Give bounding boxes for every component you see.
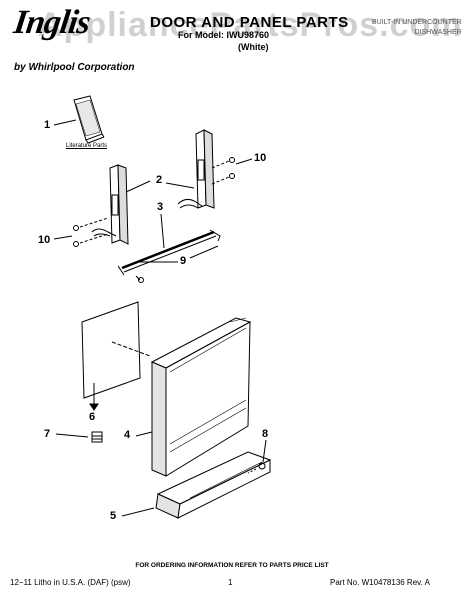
door-panel-insert-part (81, 301, 151, 399)
ordering-note: FOR ORDERING INFORMATION REFER TO PARTS … (135, 562, 329, 569)
callout-3: 3 (157, 201, 164, 213)
leader-line-10-left (53, 235, 73, 240)
literature-booklet-part (73, 95, 105, 144)
appliance-line-2: DISHWASHER (414, 29, 462, 36)
litho-info: 12−11 Litho in U.S.A. (DAF) (psw) (10, 578, 131, 587)
outer-door-panel-part (150, 317, 252, 477)
leader-line-10-right (235, 158, 253, 165)
page-number: 1 (228, 578, 233, 587)
brand-byline: by Whirlpool Corporation (14, 62, 135, 73)
callout-9: 9 (180, 255, 187, 267)
leader-line-7 (55, 433, 89, 438)
leader-line-1 (53, 119, 77, 126)
appliance-line-1: BUILT-IN UNDERCOUNTER (372, 19, 462, 26)
callout-10-right: 10 (254, 152, 267, 164)
appliance-type: BUILT-IN UNDERCOUNTER DISHWASHER (372, 18, 462, 38)
kick-plate-part (155, 451, 272, 519)
right-screws-part (211, 157, 235, 185)
leader-line-4 (135, 431, 153, 437)
left-screws-part (73, 217, 109, 247)
callout-10-left: 10 (38, 234, 51, 246)
leader-line-8 (262, 439, 267, 463)
callout-5: 5 (110, 510, 117, 522)
part-number: Part No. W10478136 Rev. A (330, 578, 430, 587)
page-title: DOOR AND PANEL PARTS (150, 14, 349, 31)
callout-8: 8 (262, 428, 269, 440)
leader-line-3 (160, 213, 165, 249)
callout-2: 2 (156, 174, 163, 186)
literature-parts-label: Literature Parts (66, 143, 108, 149)
clip-part (91, 431, 103, 443)
right-hinge-bracket-part (177, 129, 215, 209)
model-line: For Model: IWU98760 (178, 30, 270, 40)
rod-end-screw (138, 277, 144, 283)
leader-line-5 (121, 507, 155, 517)
callout-6: 6 (89, 411, 96, 423)
door-spring-rod-part (117, 229, 221, 276)
callout-4: 4 (124, 429, 131, 441)
left-hinge-bracket-part (91, 164, 129, 245)
color-line: (White) (238, 42, 269, 52)
callout-1: 1 (44, 119, 51, 131)
watermark: AppliancePartsPros.com (38, 6, 463, 44)
leader-line-2a (165, 182, 195, 189)
callout-7: 7 (44, 428, 51, 440)
leader-line-2b (125, 180, 151, 193)
kick-plate-screw-part (247, 462, 266, 474)
leader-line-9-right (189, 245, 219, 259)
